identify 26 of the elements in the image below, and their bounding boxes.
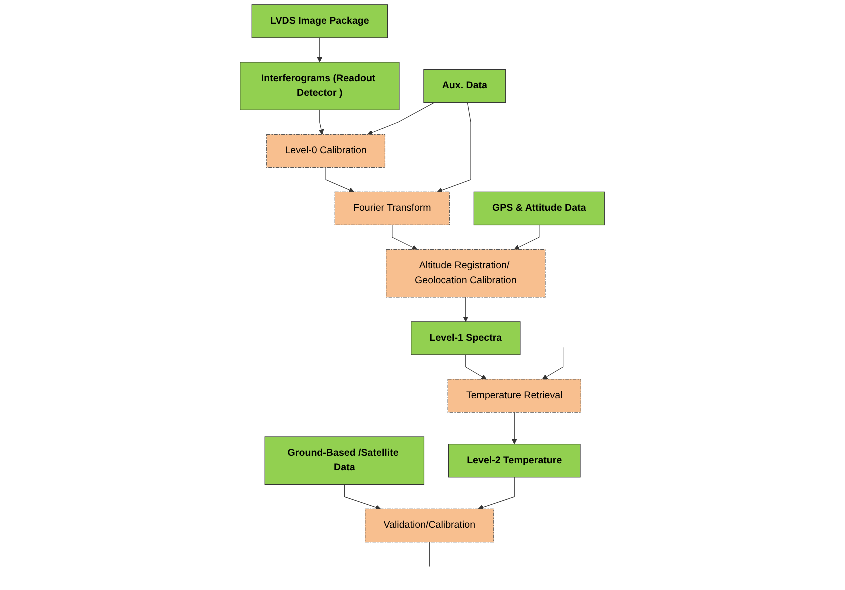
node-box: Fourier Transform xyxy=(334,192,450,226)
node-box: Aux. Data xyxy=(424,69,506,104)
arrow xyxy=(463,297,469,322)
arrow xyxy=(392,224,418,250)
node-box: Interferograms (Readout Detector ) xyxy=(240,62,400,110)
node-box: GPS & Attitude Data xyxy=(474,192,605,226)
arrow xyxy=(318,110,324,135)
node-box: Level-0 Calibration xyxy=(266,134,386,168)
node-box: Altitude Registration/ Geolocation Calibration xyxy=(386,249,546,298)
arrow xyxy=(512,412,518,445)
arrow xyxy=(478,477,515,510)
node-box: Level-1 Spectra xyxy=(411,322,521,356)
arrow xyxy=(367,102,435,136)
arrow xyxy=(542,347,564,380)
node-box: Temperature Retrieval xyxy=(448,379,582,413)
node-box: Ground-Based /Satellite Data xyxy=(264,436,425,486)
arrow xyxy=(326,167,355,193)
connector xyxy=(429,542,430,568)
arrow xyxy=(317,38,323,63)
arrow xyxy=(344,484,382,510)
node-box: Level-2 Temperature xyxy=(448,444,581,478)
node-box: Validation/Calibration xyxy=(365,508,494,543)
arrow xyxy=(437,102,472,194)
arrow xyxy=(466,354,487,380)
arrow xyxy=(514,224,540,250)
node-box: LVDS Image Package xyxy=(252,4,388,38)
